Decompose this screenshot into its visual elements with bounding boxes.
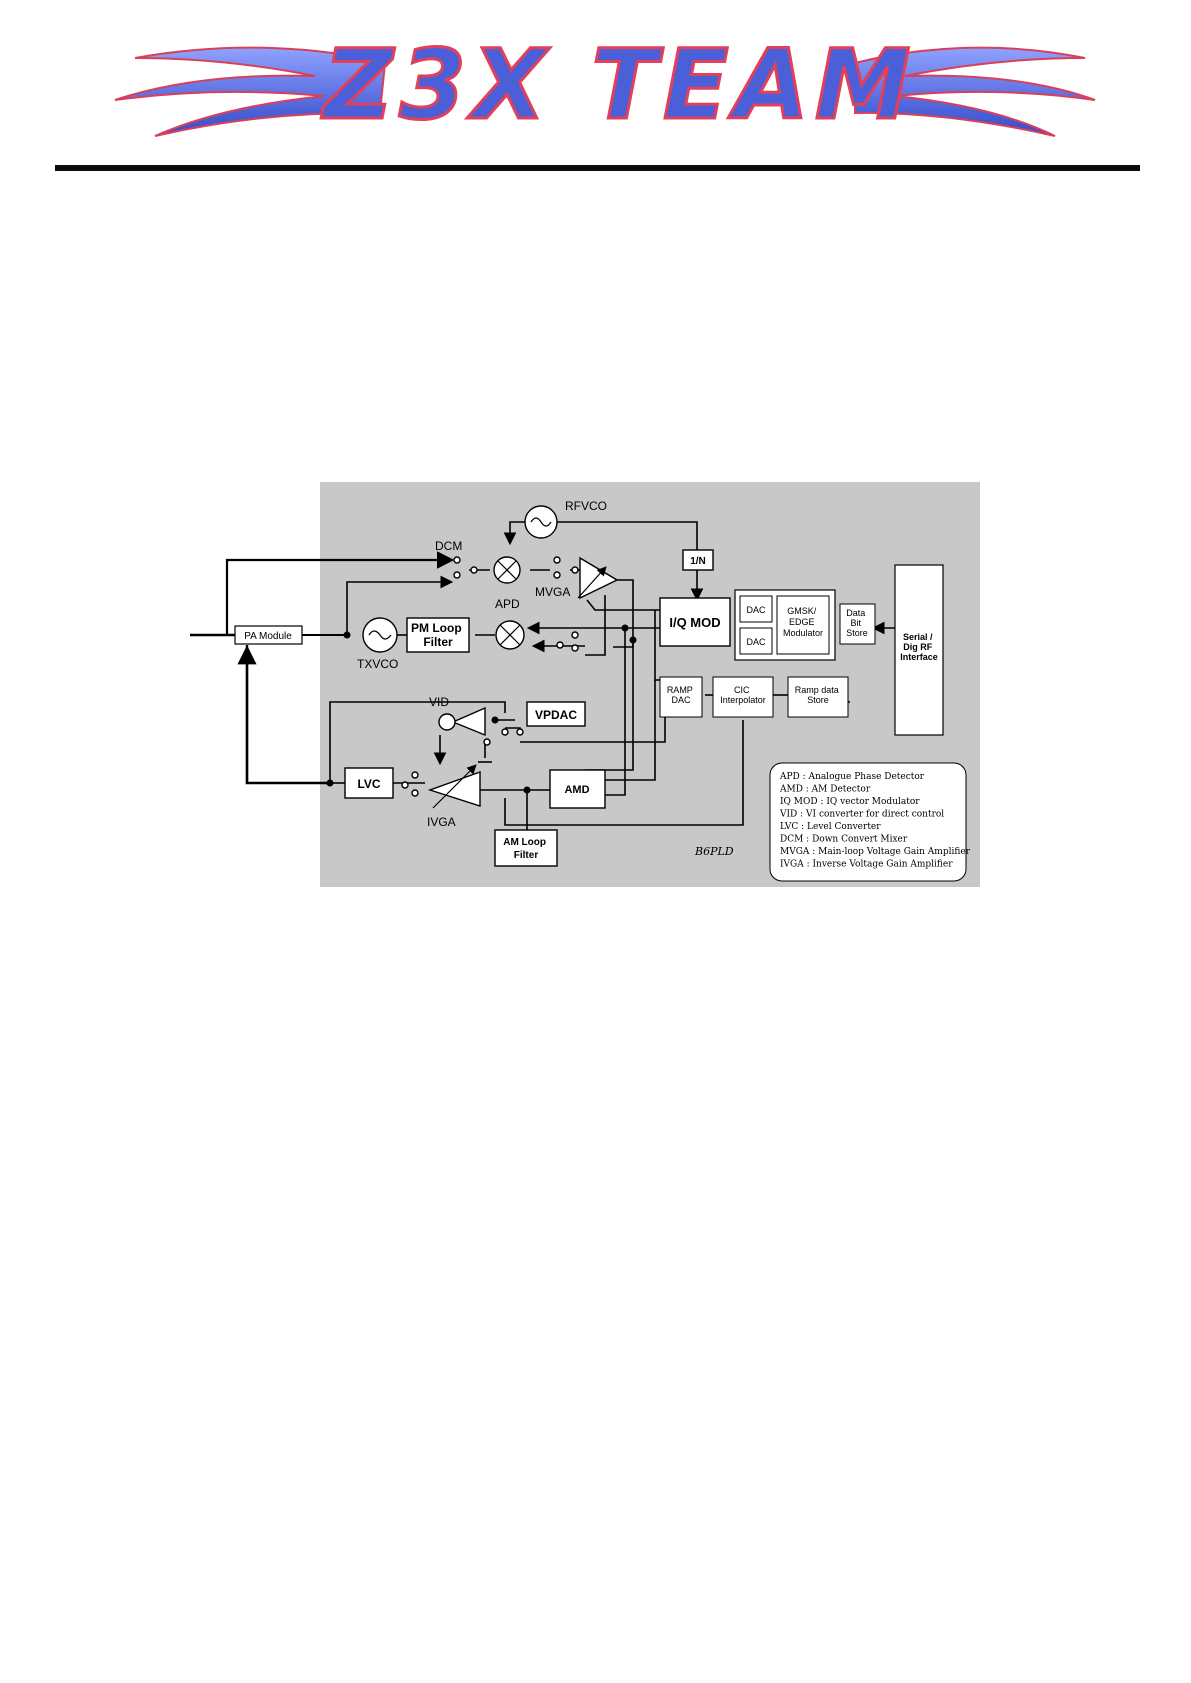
lvc-block: [344, 767, 394, 799]
rfvco-label: RFVCO: [565, 499, 607, 513]
legend-item: LVC : Level Converter: [780, 822, 881, 832]
serial-interface-label: Serial / Dig RF Interface: [900, 632, 938, 662]
ramp-data-store-label: Ramp data Store: [795, 685, 842, 705]
data-bit-store-block: [839, 603, 876, 645]
left-wing-icon: [114, 46, 387, 137]
header-rule: [55, 165, 1140, 171]
legend-item: AMD : AM Detector: [779, 785, 871, 795]
vpdac-block: [526, 701, 586, 727]
ramp-data-store-block: [787, 676, 849, 718]
am-loop-filter-block: [494, 829, 558, 867]
ivga-label: IVGA: [427, 815, 456, 829]
ramp-dac-label: RAMP DAC: [667, 685, 695, 705]
cic-interpolator-block: [712, 676, 774, 718]
vid-label: VID: [429, 695, 449, 709]
amd-label: AMD: [564, 784, 589, 796]
vpdac-label: VPDAC: [535, 708, 577, 722]
dac-block-top: [739, 595, 773, 623]
dac-bottom-label: DAC: [746, 637, 766, 647]
legend-item: IQ MOD : IQ vector Modulator: [780, 797, 920, 807]
dac-block-bottom: [739, 627, 773, 655]
mvga-amplifier-icon: [577, 556, 619, 600]
divider-block: [682, 549, 714, 571]
dac-top-label: DAC: [746, 605, 766, 615]
lvc-label: LVC: [357, 777, 380, 791]
serial-interface-block: [894, 564, 944, 736]
pa-module-label: PA Module: [244, 631, 292, 642]
gmsk-label: GMSK/ EDGE Modulator: [783, 606, 823, 638]
am-loop-filter-label: AM Loop Filter: [503, 837, 549, 861]
ramp-dac-block: [659, 676, 703, 718]
pm-loop-filter-label: PM Loop Filter: [411, 621, 465, 649]
cic-interpolator-label: CIC Interpolator: [720, 685, 766, 705]
z3x-team-logo: Z3X TEAM: [114, 28, 1096, 143]
legend-item: DCM : Down Convert Mixer: [780, 835, 908, 845]
diagram-signature: B6PLD: [694, 845, 734, 858]
right-wing-icon: [854, 46, 1096, 137]
txvco-oscillator-icon: [362, 617, 398, 653]
rfvco-oscillator-icon: [524, 505, 558, 539]
logo-wordmark: Z3X TEAM: [321, 29, 917, 141]
iq-mod-label: I/Q MOD: [669, 615, 720, 630]
amd-block: [549, 769, 606, 809]
apd-label: APD: [495, 597, 520, 611]
vid-converter-icon: [438, 706, 486, 737]
dcm-label: DCM: [435, 539, 462, 553]
legend-item: VID : VI converter for direct control: [779, 810, 944, 820]
txvco-label: TXVCO: [357, 657, 398, 671]
divider-label: 1/N: [690, 556, 706, 567]
data-bit-store-label: Data Bit Store: [846, 608, 868, 638]
apd-mixer-icon: [495, 620, 525, 650]
iq-mod-block: [659, 597, 731, 647]
legend-box: [769, 762, 967, 882]
legend-item: APD : Analogue Phase Detector: [779, 772, 925, 782]
rf-transmit-block-diagram: RFVCO DCM MVGA 1/N I/Q MOD DAC DAC GMSK/…: [190, 482, 980, 887]
legend-item: MVGA : Main-loop Voltage Gain Amplifier: [780, 847, 971, 857]
dcm-mixer-icon: [493, 556, 521, 584]
gmsk-block: [776, 595, 830, 655]
legend-item: IVGA : Inverse Voltage Gain Amplifier: [780, 860, 953, 870]
pm-loop-filter-block: [406, 617, 470, 653]
pa-module-block: [234, 625, 303, 645]
ivga-amplifier-icon: [427, 764, 481, 809]
mvga-label: MVGA: [535, 585, 570, 599]
